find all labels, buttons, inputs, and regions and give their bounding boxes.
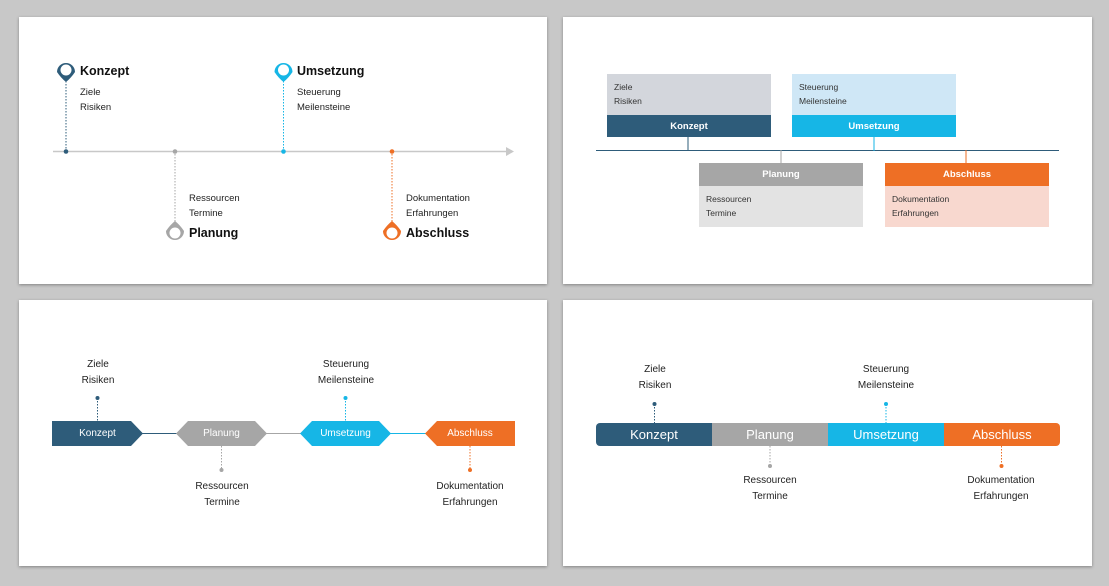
abschluss-marker — [999, 464, 1004, 468]
umsetzung-box-header: Umsetzung — [792, 115, 956, 137]
konzept-item-2: Risiken — [614, 96, 642, 106]
abschluss-item-1: Dokumentation — [406, 193, 470, 204]
planung-item-1: Ressourcen — [195, 481, 249, 492]
konzept-title: Konzept — [80, 64, 130, 78]
umsetzung-box-body: Steuerung Meilensteine — [792, 74, 956, 115]
umsetzung-item-2: Meilensteine — [317, 375, 375, 386]
abschluss-marker — [389, 149, 395, 154]
konzept-marker — [652, 402, 657, 406]
slide-pin-timeline[interactable]: Konzept Ziele Risiken Umsetzung Steuerun… — [19, 17, 547, 284]
abschluss-box-body: Dokumentation Erfahrungen — [885, 186, 1049, 227]
planung-title: Planung — [189, 226, 239, 240]
umsetzung-details: Steuerung Meilensteine — [841, 362, 931, 394]
abschluss-item-2: Erfahrungen — [406, 208, 459, 219]
konzept-marker — [95, 396, 100, 400]
abschluss-item-1: Dokumentation — [892, 194, 950, 204]
planung-marker — [172, 149, 178, 154]
abschluss-details: Dokumentation Erfahrungen — [420, 479, 520, 511]
abschluss-shape — [425, 421, 515, 446]
abschluss-item-1: Dokumentation — [967, 475, 1035, 486]
konzept-shape — [52, 421, 143, 446]
planung-marker — [768, 464, 772, 468]
planung-item-1: Ressourcen — [706, 194, 752, 204]
konzept-pin-icon — [57, 63, 75, 82]
konzept-marker — [63, 149, 69, 154]
planung-marker — [219, 468, 224, 472]
abschluss-title: Abschluss — [406, 226, 470, 240]
planung-shape — [176, 421, 267, 446]
planung-item-2: Termine — [189, 208, 223, 219]
abschluss-item-2: Erfahrungen — [973, 491, 1029, 502]
konzept-box-body: Ziele Risiken — [607, 74, 771, 115]
abschluss-label: Abschluss — [447, 428, 493, 439]
planung-item-1: Ressourcen — [189, 193, 240, 204]
umsetzung-item-2: Meilensteine — [297, 102, 351, 113]
umsetzung-item-1: Steuerung — [799, 82, 839, 92]
planung-item-2: Termine — [706, 208, 737, 218]
planung-item-1: Ressourcen — [743, 475, 797, 486]
umsetzung-item-1: Steuerung — [862, 364, 910, 375]
hexagon-timeline-graphic — [52, 396, 515, 472]
konzept-segment: Konzept — [596, 423, 712, 446]
konzept-label: Konzept — [79, 428, 116, 439]
umsetzung-marker — [884, 402, 888, 406]
planung-label: Planung — [203, 428, 240, 439]
umsetzung-item-1: Steuerung — [297, 87, 341, 98]
abschluss-item-2: Erfahrungen — [442, 497, 498, 508]
planung-pin-icon — [166, 221, 184, 240]
umsetzung-shape — [300, 421, 391, 446]
planung-item-2: Termine — [752, 491, 788, 502]
konzept-item-1: Ziele — [87, 359, 109, 370]
abschluss-segment: Abschluss — [944, 423, 1060, 446]
umsetzung-marker — [281, 149, 286, 154]
umsetzung-marker — [343, 396, 348, 400]
planung-item-2: Termine — [204, 497, 240, 508]
abschluss-item-1: Dokumentation — [436, 481, 504, 492]
planung-details: Ressourcen Termine — [725, 473, 815, 505]
planung-box-body: Ressourcen Termine — [699, 186, 863, 227]
konzept-item-1: Ziele — [80, 87, 101, 98]
konzept-details: Ziele Risiken — [614, 362, 696, 394]
konzept-item-2: Risiken — [638, 380, 672, 391]
konzept-item-1: Ziele — [614, 82, 633, 92]
konzept-details: Ziele Risiken — [57, 357, 139, 389]
slide-bar-timeline[interactable]: Konzept Planung Umsetzung Abschluss Ziel… — [563, 300, 1092, 566]
umsetzung-item-1: Steuerung — [322, 359, 370, 370]
planung-box-header: Planung — [699, 163, 863, 186]
slide-hexagon-timeline[interactable]: Konzept Planung Umsetzung Abschluss Ziel… — [19, 300, 547, 566]
konzept-item-2: Risiken — [81, 375, 115, 386]
konzept-item-1: Ziele — [644, 364, 666, 375]
umsetzung-item-2: Meilensteine — [799, 96, 847, 106]
umsetzung-label: Umsetzung — [320, 428, 371, 439]
abschluss-details: Dokumentation Erfahrungen — [951, 473, 1051, 505]
slide-box-timeline[interactable]: Ziele Risiken Konzept Steuerung Meilenst… — [563, 17, 1092, 284]
umsetzung-pin-icon — [274, 63, 293, 82]
umsetzung-title: Umsetzung — [297, 64, 365, 78]
box-timeline-graphic — [596, 137, 1059, 163]
timeline-arrow-icon — [506, 147, 514, 156]
umsetzung-segment: Umsetzung — [828, 423, 944, 446]
planung-details: Ressourcen Termine — [177, 479, 267, 511]
pin-timeline-graphic — [53, 63, 514, 240]
konzept-box-header: Konzept — [607, 115, 771, 137]
planung-segment: Planung — [712, 423, 828, 446]
abschluss-item-2: Erfahrungen — [892, 208, 939, 218]
abschluss-box-header: Abschluss — [885, 163, 1049, 186]
abschluss-pin-icon — [383, 221, 401, 240]
umsetzung-item-2: Meilensteine — [857, 380, 915, 391]
abschluss-marker — [468, 468, 472, 472]
umsetzung-details: Steuerung Meilensteine — [301, 357, 391, 389]
konzept-item-2: Risiken — [80, 102, 112, 113]
bar-timeline-graphic — [652, 402, 1004, 468]
